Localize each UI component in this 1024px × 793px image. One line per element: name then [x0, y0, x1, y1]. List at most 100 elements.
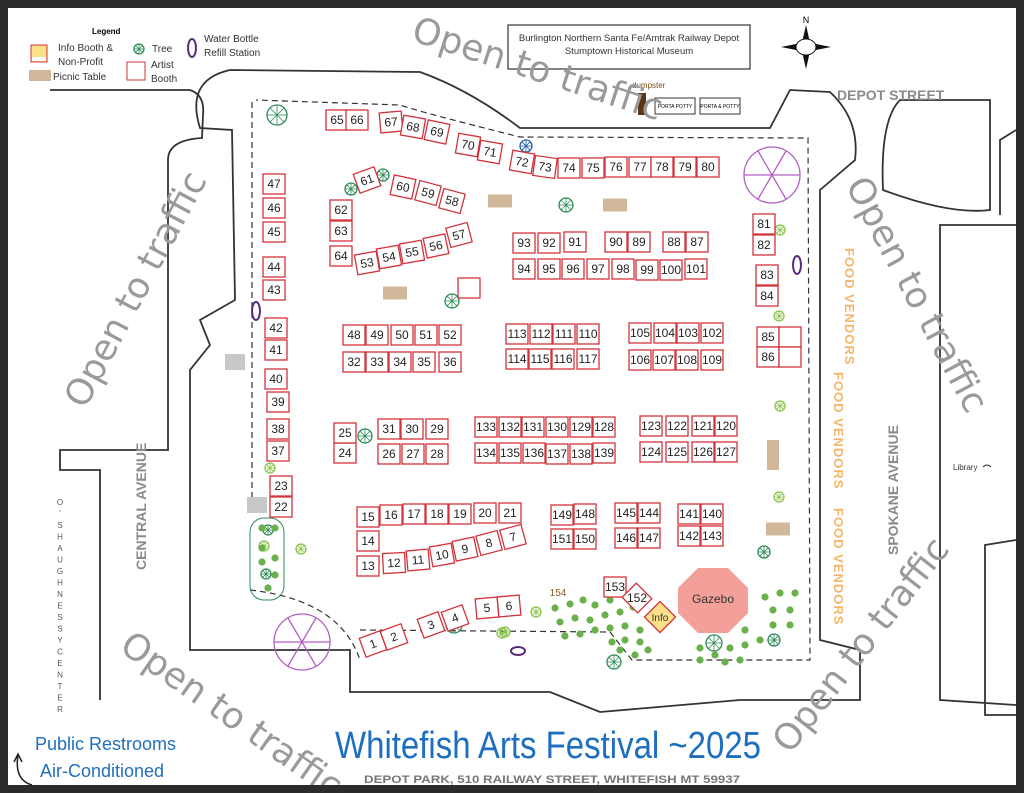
booth-151[interactable]: 151 [550, 528, 574, 550]
booth-115[interactable]: 115 [528, 348, 552, 370]
booth-106[interactable]: 106 [628, 349, 652, 371]
booth-10[interactable]: 10 [428, 542, 456, 568]
booth-19[interactable]: 19 [448, 503, 472, 525]
booth-16[interactable]: 16 [379, 504, 403, 526]
booth-91[interactable]: 91 [563, 231, 587, 253]
booth-147[interactable]: 147 [637, 527, 661, 549]
booth-56[interactable]: 56 [422, 233, 450, 259]
booth-32[interactable]: 32 [342, 351, 366, 373]
booth-125[interactable]: 125 [665, 441, 689, 463]
booth-111[interactable]: 111 [552, 323, 576, 345]
booth-121[interactable]: 121 [691, 415, 715, 437]
booth-57[interactable]: 57 [444, 221, 474, 249]
booth-114[interactable]: 114 [505, 348, 529, 370]
booth-17[interactable]: 17 [402, 503, 426, 525]
booth-82[interactable]: 82 [752, 234, 776, 256]
booth-50[interactable]: 50 [390, 324, 414, 346]
booth-79[interactable]: 79 [673, 156, 697, 178]
booth-153[interactable]: 153 [603, 576, 627, 598]
booth-30[interactable]: 30 [400, 418, 424, 440]
booth-137[interactable]: 137 [545, 443, 569, 465]
booth-47[interactable]: 47 [262, 173, 286, 195]
booth-33[interactable]: 33 [365, 351, 389, 373]
booth-97[interactable]: 97 [586, 258, 610, 280]
booth-6[interactable]: 6 [496, 594, 522, 618]
booth-132[interactable]: 132 [498, 416, 522, 438]
booth-49[interactable]: 49 [365, 324, 389, 346]
booth-135[interactable]: 135 [498, 442, 522, 464]
booth-110[interactable]: 110 [576, 323, 600, 345]
booth-74[interactable]: 74 [557, 157, 581, 179]
booth-12[interactable]: 12 [381, 551, 407, 575]
booth-88[interactable]: 88 [662, 231, 686, 253]
booth-138[interactable]: 138 [569, 443, 593, 465]
booth-150[interactable]: 150 [573, 528, 597, 550]
booth-89[interactable]: 89 [627, 231, 651, 253]
booth-43[interactable]: 43 [262, 279, 286, 301]
booth-98[interactable]: 98 [611, 258, 635, 280]
booth-107[interactable]: 107 [652, 349, 676, 371]
booth-59[interactable]: 59 [413, 179, 443, 207]
booth-31[interactable]: 31 [377, 418, 401, 440]
booth-102[interactable]: 102 [700, 322, 724, 344]
booth-101[interactable]: 101 [684, 258, 708, 280]
booth-55[interactable]: 55 [398, 239, 426, 265]
booth-66[interactable]: 66 [345, 109, 369, 131]
booth-113[interactable]: 113 [505, 323, 529, 345]
booth-65[interactable]: 65 [325, 109, 349, 131]
booth-27[interactable]: 27 [401, 443, 425, 465]
booth-136[interactable]: 136 [522, 442, 546, 464]
booth-130[interactable]: 130 [545, 416, 569, 438]
booth-142[interactable]: 142 [677, 525, 701, 547]
booth-60[interactable]: 60 [389, 174, 417, 200]
booth-14[interactable]: 14 [356, 530, 380, 552]
booth-123[interactable]: 123 [639, 415, 663, 437]
booth-3[interactable]: 3 [416, 611, 446, 639]
booth-112[interactable]: 112 [529, 323, 553, 345]
booth-93[interactable]: 93 [512, 232, 536, 254]
booth-22[interactable]: 22 [269, 496, 293, 518]
booth-23[interactable]: 23 [269, 475, 293, 497]
booth-108[interactable]: 108 [675, 349, 699, 371]
booth-104[interactable]: 104 [653, 322, 677, 344]
booth-42[interactable]: 42 [264, 317, 288, 339]
booth-5[interactable]: 5 [474, 596, 500, 620]
booth-126[interactable]: 126 [691, 441, 715, 463]
booth-61[interactable]: 61 [352, 166, 382, 194]
booth-81[interactable]: 81 [752, 213, 776, 235]
booth-145[interactable]: 145 [614, 502, 638, 524]
booth-70[interactable]: 70 [454, 132, 482, 158]
booth-35[interactable]: 35 [412, 351, 436, 373]
booth-34[interactable]: 34 [388, 351, 412, 373]
booth-36[interactable]: 36 [438, 351, 462, 373]
booth-90[interactable]: 90 [604, 231, 628, 253]
booth-4[interactable]: 4 [440, 604, 470, 632]
booth-85[interactable]: 85 [756, 326, 780, 348]
booth-39[interactable]: 39 [266, 391, 290, 413]
booth-unnumbered[interactable] [457, 277, 481, 299]
booth-2[interactable]: 2 [379, 623, 409, 651]
booth-52[interactable]: 52 [438, 324, 462, 346]
booth-9[interactable]: 9 [451, 536, 479, 562]
booth-152[interactable]: 152 [620, 581, 654, 615]
booth-38[interactable]: 38 [266, 418, 290, 440]
booth-148[interactable]: 148 [573, 503, 597, 525]
booth-103[interactable]: 103 [676, 322, 700, 344]
booth-18[interactable]: 18 [425, 503, 449, 525]
booth-96[interactable]: 96 [561, 258, 585, 280]
booth-13[interactable]: 13 [356, 555, 380, 577]
booth-127[interactable]: 127 [714, 441, 738, 463]
booth-120[interactable]: 120 [714, 415, 738, 437]
booth-124[interactable]: 124 [639, 441, 663, 463]
booth-63[interactable]: 63 [329, 220, 353, 242]
booth-144[interactable]: 144 [637, 502, 661, 524]
booth-26[interactable]: 26 [377, 443, 401, 465]
booth-134[interactable]: 134 [474, 442, 498, 464]
booth-109[interactable]: 109 [700, 349, 724, 371]
booth-54[interactable]: 54 [375, 244, 403, 270]
booth-48[interactable]: 48 [342, 324, 366, 346]
booth-146[interactable]: 146 [614, 527, 638, 549]
booth-unnumbered[interactable] [778, 346, 802, 368]
info-booth[interactable] [643, 600, 677, 634]
booth-143[interactable]: 143 [700, 525, 724, 547]
